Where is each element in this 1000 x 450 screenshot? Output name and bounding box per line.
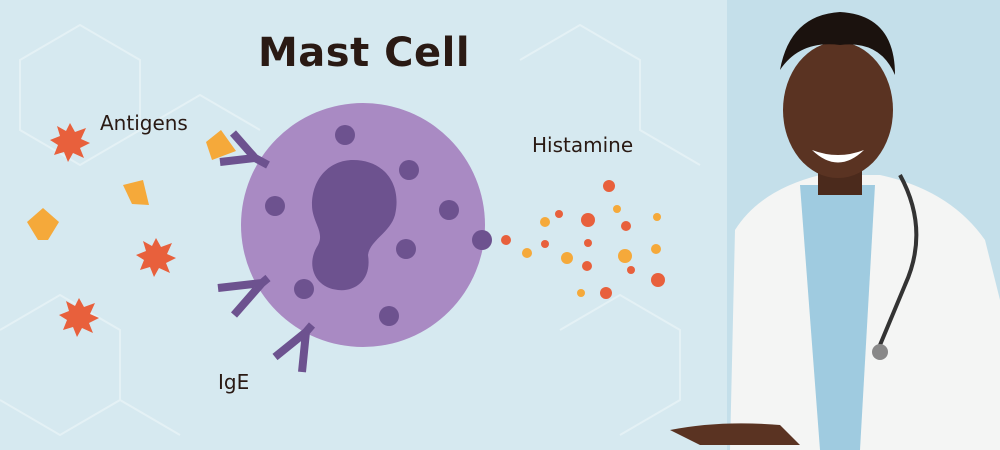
antigen-star (136, 238, 176, 277)
antigen-star (59, 298, 99, 337)
antigen-pentagon (206, 130, 236, 160)
histamine-particles (501, 180, 665, 299)
ige-label: IgE (218, 370, 250, 394)
doctor-photo (670, 0, 1000, 450)
antigen-star (50, 123, 90, 162)
granules (265, 125, 492, 326)
diagram-title: Mast Cell (258, 30, 471, 76)
mast-cell (241, 103, 492, 347)
antigens-label: Antigens (100, 111, 188, 135)
antigen-pentagon (27, 208, 59, 240)
ige-antibodies (217, 130, 316, 373)
histamine-label: Histamine (532, 133, 634, 157)
antigens (27, 123, 236, 337)
antigen-pentagon (123, 180, 149, 205)
nucleus (312, 160, 397, 291)
hexagon-background-pattern (0, 23, 701, 437)
